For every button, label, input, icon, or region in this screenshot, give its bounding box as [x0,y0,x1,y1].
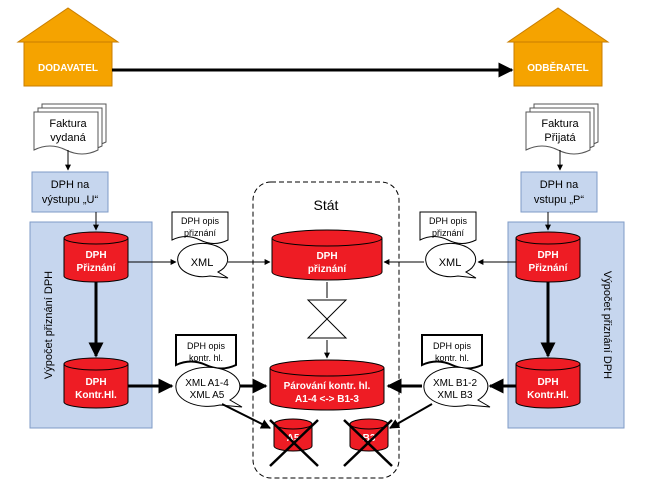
left-return-db-line1: DPH [85,250,106,261]
customer-house: ODBĚRATEL [506,7,610,87]
right-return-db: DPH Přiznání [515,231,581,283]
vat-input-line1: DPH na [540,179,579,191]
right-control-db-line1: DPH [537,377,558,388]
b3-db-label: B3 [363,433,376,444]
vat-output-line2: výstupu „U“ [42,194,99,206]
collate-symbol [306,299,348,339]
left-control-copy-line2: kontr. hl. [189,353,223,363]
left-return-db: DPH Přiznání [63,231,129,283]
right-control-db-line2: Kontr.Hl. [527,390,569,401]
right-return-xml-label: XML [439,257,462,269]
invoice-received: Faktura Přijatá [525,103,599,155]
right-control-xml-line2: XML B3 [437,390,473,401]
left-control-db: DPH Kontr.Hl. [63,357,129,409]
b3-db: B3 [343,418,393,467]
arrow-xml-to-b3 [389,403,433,429]
state-matching-db-line1: Párování kontr. hl. [284,381,371,392]
a5-db: A5 [269,418,319,467]
right-control-xml-line1: XML B1-2 [433,378,478,389]
left-control-db-line2: Kontr.Hl. [75,390,117,401]
vat-output-box: DPH na výstupu „U“ [31,171,109,213]
right-return-db-line2: Přiznání [529,263,569,274]
vat-output-line1: DPH na [51,179,90,191]
left-control-xml-line1: XML A1-4 [185,378,229,389]
left-return-copy-line2: přiznání [184,228,217,238]
state-title: Stát [314,197,339,213]
state-region [252,181,400,479]
left-control-db-line1: DPH [85,377,106,388]
invoice-received-line2: Přijatá [544,132,576,144]
right-panel-label: Výpočet přiznání DPH [601,271,613,379]
left-return-copy-line1: DPH opis [181,216,220,226]
vat-input-box: DPH na vstupu „P“ [520,171,598,213]
invoice-issued-line1: Faktura [49,118,87,130]
right-control-db: DPH Kontr.Hl. [515,357,581,409]
invoice-issued-line2: vydaná [50,132,86,144]
state-matching-db-line2: A1-4 <-> B1-3 [295,394,359,405]
a5-cross-line [269,419,319,467]
right-return-copy-line1: DPH opis [429,216,468,226]
b3-cross-line [343,419,393,467]
state-return-db-line2: přiznání [308,264,348,275]
left-return-xml-label: XML [191,257,214,269]
customer-label: ODBĚRATEL [527,61,588,74]
right-control-copy-doc: DPH opis kontr. hl. [421,334,483,370]
left-return-copy-doc: DPH opis přiznání [171,211,229,244]
left-return-xml: XML [177,242,229,279]
state-matching-db: Párování kontr. hl. A1-4 <-> B1-3 [269,359,385,411]
left-control-xml: XML A1-4 XML A5 [175,366,243,408]
vat-input-line2: vstupu „P“ [534,194,584,206]
a5-db-label: A5 [287,433,300,444]
right-return-copy-doc: DPH opis přiznání [419,211,477,244]
right-return-copy-line2: přiznání [432,228,465,238]
supplier-house: DODAVATEL [16,7,120,87]
right-return-db-line1: DPH [537,250,558,261]
right-control-copy-line2: kontr. hl. [435,353,469,363]
state-return-db-line1: DPH [316,251,337,262]
left-control-copy-line1: DPH opis [187,341,226,351]
right-control-copy-line1: DPH opis [433,341,472,351]
arrow-xml-to-a5 [221,403,271,429]
invoice-received-line1: Faktura [541,118,579,130]
left-panel-label: Výpočet přiznání DPH [43,271,55,379]
right-control-xml: XML B1-2 XML B3 [423,366,491,408]
invoice-issued: Faktura vydaná [33,103,107,155]
right-return-xml: XML [425,242,477,279]
state-return-db: DPH přiznání [271,229,383,281]
left-control-copy-doc: DPH opis kontr. hl. [175,334,237,370]
supplier-label: DODAVATEL [38,63,98,74]
left-control-xml-line2: XML A5 [190,390,225,401]
left-return-db-line2: Přiznání [77,263,117,274]
